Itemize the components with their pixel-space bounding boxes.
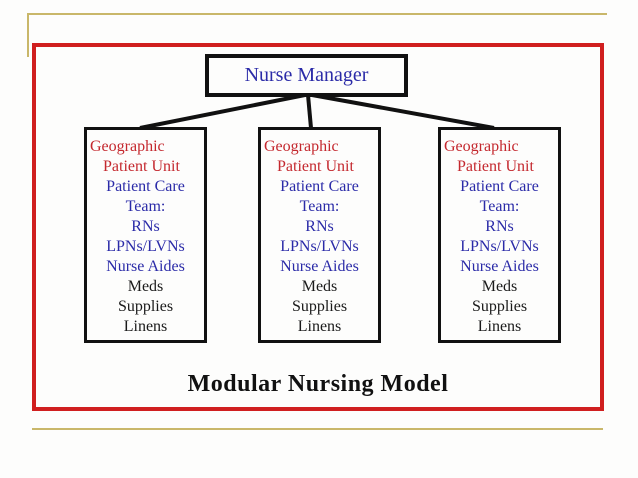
unit-team-line: Patient Care xyxy=(460,178,539,195)
unit-team-line: Nurse Aides xyxy=(280,258,359,275)
unit-supply-line: Linens xyxy=(297,318,342,335)
bottom-accent-line xyxy=(32,428,603,430)
diagram-frame xyxy=(32,43,604,411)
unit-team-line: LPNs/LVNs xyxy=(460,238,539,255)
unit-heading-line: Geographic xyxy=(444,138,519,155)
unit-team-line: Nurse Aides xyxy=(106,258,185,275)
unit-team-line: RNs xyxy=(485,218,514,235)
unit-supply-line: Linens xyxy=(477,318,522,335)
node-geographic-unit-3: Geographic Patient Unit Patient Care Tea… xyxy=(438,127,561,343)
unit-team-line: Team: xyxy=(479,198,520,215)
unit-heading-line: Geographic xyxy=(90,138,165,155)
unit-heading-line: Patient Unit xyxy=(277,158,354,175)
unit-team-line: RNs xyxy=(131,218,160,235)
unit-team-line: RNs xyxy=(305,218,334,235)
node-nurse-manager-label: Nurse Manager xyxy=(244,64,369,86)
unit-team-line: LPNs/LVNs xyxy=(106,238,185,255)
unit-supply-line: Meds xyxy=(481,278,518,295)
unit-team-line: Patient Care xyxy=(280,178,359,195)
unit-team-line: LPNs/LVNs xyxy=(280,238,359,255)
unit-supply-line: Linens xyxy=(123,318,168,335)
unit-supply-line: Supplies xyxy=(117,298,174,315)
unit-supply-line: Meds xyxy=(127,278,164,295)
diagram-caption: Modular Nursing Model xyxy=(187,371,449,397)
node-nurse-manager: Nurse Manager xyxy=(205,54,408,97)
top-accent-line xyxy=(27,13,607,57)
node-geographic-unit-2: Geographic Patient Unit Patient Care Tea… xyxy=(258,127,381,343)
unit-team-line: Team: xyxy=(299,198,340,215)
unit-team-line: Patient Care xyxy=(106,178,185,195)
unit-heading-line: Patient Unit xyxy=(103,158,180,175)
unit-team-line: Nurse Aides xyxy=(460,258,539,275)
unit-supply-line: Supplies xyxy=(291,298,348,315)
unit-heading-line: Patient Unit xyxy=(457,158,534,175)
unit-heading-line: Geographic xyxy=(264,138,339,155)
node-geographic-unit-1: Geographic Patient Unit Patient Care Tea… xyxy=(84,127,207,343)
unit-supply-line: Meds xyxy=(301,278,338,295)
unit-supply-line: Supplies xyxy=(471,298,528,315)
unit-team-line: Team: xyxy=(125,198,166,215)
